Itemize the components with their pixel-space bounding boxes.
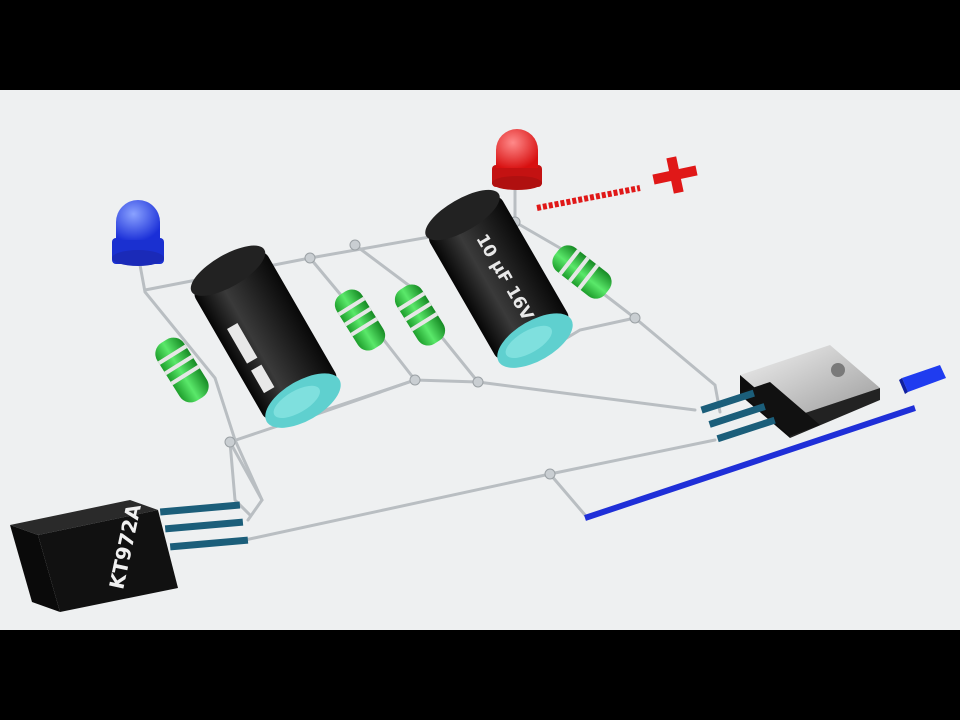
led-red bbox=[492, 129, 542, 190]
mounting-hole bbox=[831, 363, 845, 377]
resistor bbox=[552, 245, 612, 299]
capacitor-left bbox=[190, 245, 341, 428]
wire-node478-to-transistor bbox=[476, 380, 697, 412]
positive-rail bbox=[536, 185, 641, 211]
wire-node-left-to-small-transistor bbox=[228, 440, 264, 522]
led-blue bbox=[112, 200, 164, 266]
resistor bbox=[394, 284, 446, 346]
top-letterbox bbox=[0, 0, 960, 90]
minus-icon bbox=[899, 365, 946, 394]
wire-blue-led-down bbox=[138, 263, 264, 502]
wire-node-230-left bbox=[228, 440, 252, 517]
plus-icon bbox=[652, 156, 698, 194]
resistor bbox=[334, 289, 386, 351]
wire-mid-branch bbox=[308, 256, 347, 302]
junction-node bbox=[224, 436, 236, 448]
junction-node bbox=[544, 468, 556, 480]
junction-node bbox=[409, 374, 421, 386]
junction-node bbox=[472, 376, 484, 388]
wire-node550-to-neg bbox=[548, 472, 587, 517]
bottom-letterbox bbox=[0, 630, 960, 720]
wire-mid-branch-2 bbox=[353, 243, 417, 292]
small-transistor: KT972A bbox=[10, 500, 249, 612]
junction-node bbox=[629, 312, 641, 324]
wire-right-res-down bbox=[603, 293, 722, 414]
wire-right-res bbox=[513, 220, 562, 250]
resistor bbox=[155, 337, 209, 403]
negative-rail bbox=[584, 405, 916, 521]
junction-node bbox=[304, 252, 316, 264]
capacitor-right: 10 μF 16V bbox=[425, 189, 573, 368]
wire-to-node-478 bbox=[438, 333, 480, 384]
power-transistor bbox=[700, 345, 880, 443]
wire-to-node-415 bbox=[378, 333, 417, 382]
junction-node bbox=[349, 239, 361, 251]
